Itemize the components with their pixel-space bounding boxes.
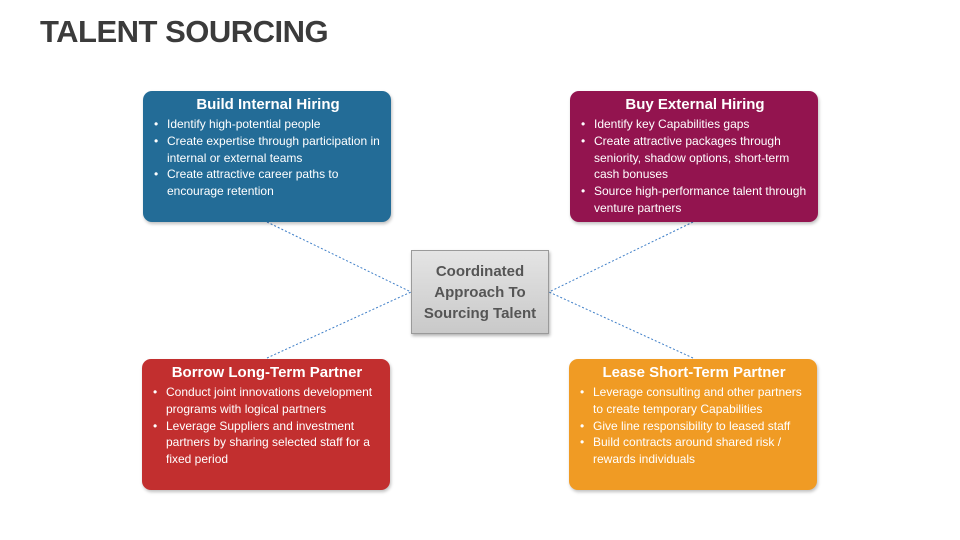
connector-bottom-right [548,291,694,359]
bullet-item: Give line responsibility to leased staff [580,418,811,435]
bullet-item: Conduct joint innovations development pr… [153,384,384,418]
card-buy-external-hiring: Buy External Hiring Identify key Capabil… [570,91,818,222]
bullet-list: Identify key Capabilities gaps Create at… [578,116,812,217]
bullet-list: Identify high-potential people Create ex… [151,116,385,200]
bullet-item: Identify key Capabilities gaps [581,116,812,133]
card-borrow-long-term-partner: Borrow Long-Term Partner Conduct joint i… [142,359,390,490]
card-heading: Borrow Long-Term Partner [171,364,363,381]
bullet-item: Build contracts around shared risk / rew… [580,434,811,468]
center-label: Coordinated Approach To Sourcing Talent [423,262,537,322]
bullet-item: Create attractive career paths to encour… [154,166,385,200]
bullet-list: Leverage consulting and other partners t… [577,384,811,468]
page-title: TALENT SOURCING [40,14,329,49]
bullet-item: Leverage Suppliers and investment partne… [153,418,384,468]
bullet-item: Leverage consulting and other partners t… [580,384,811,418]
card-heading: Build Internal Hiring [196,96,340,113]
bullet-item: Create expertise through participation i… [154,133,385,167]
bullet-item: Identify high-potential people [154,116,385,133]
bullet-list: Conduct joint innovations development pr… [150,384,384,468]
card-heading: Lease Short-Term Partner [602,364,786,381]
card-heading: Buy External Hiring [625,96,765,113]
connector-top-right [548,221,694,293]
connector-bottom-left [266,291,412,359]
bullet-item: Source high-performance talent through v… [581,183,812,217]
center-approach-box: Coordinated Approach To Sourcing Talent [411,250,549,334]
bullet-item: Create attractive packages through senio… [581,133,812,183]
connector-top-left [266,221,412,293]
card-lease-short-term-partner: Lease Short-Term Partner Leverage consul… [569,359,817,490]
card-build-internal-hiring: Build Internal Hiring Identify high-pote… [143,91,391,222]
